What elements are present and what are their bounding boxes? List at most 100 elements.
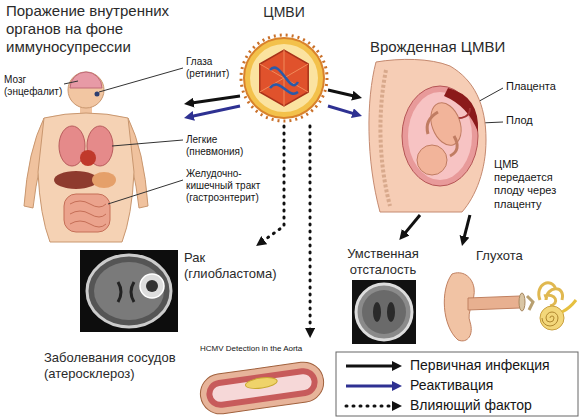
part-label: Мозг (энцефалит) — [4, 74, 66, 98]
part-label: Глаза (ретинит) — [186, 56, 236, 80]
connector-arrow — [190, 106, 240, 117]
virus-envelope — [244, 38, 324, 118]
viral-dna — [270, 68, 298, 94]
node-heading: Глухота — [476, 248, 572, 264]
brain-tissue — [362, 290, 406, 334]
eardrum — [519, 293, 525, 311]
leader-line — [108, 180, 183, 204]
brain-organ — [70, 72, 102, 88]
legend-sample-head — [392, 381, 402, 391]
brain-tissue — [94, 262, 164, 320]
part-label: Плод — [506, 114, 576, 127]
legend-frame — [336, 352, 578, 416]
picture-panel: Поражение внутренних органов на фоне имм… — [4, 2, 184, 242]
picture-panel: Глухота — [440, 246, 580, 346]
virus-particle — [241, 35, 327, 121]
pregnancy-figure — [369, 59, 486, 212]
legend-sample-line — [346, 385, 392, 388]
scan-background — [80, 250, 178, 332]
vessel-media — [205, 366, 320, 409]
virus-tegument — [250, 44, 318, 112]
picture-panel: Заболевания сосудов (атеросклероз) — [40, 338, 332, 418]
tumor-core — [146, 280, 158, 292]
liver — [54, 171, 98, 189]
virus-capsid — [260, 50, 308, 106]
ossicles — [527, 296, 533, 310]
stomach — [92, 172, 116, 188]
connector-arrow — [403, 215, 420, 235]
picture-panel: Умственная отсталость — [334, 240, 434, 346]
connector-arrow — [328, 106, 356, 114]
connector-arrow — [463, 215, 469, 240]
fetus-head — [417, 145, 447, 175]
fetus-limbs — [427, 112, 457, 156]
ventricles — [118, 282, 134, 302]
node-heading: ЦМВИ — [244, 4, 324, 21]
vessel-wall — [198, 360, 326, 417]
head — [68, 72, 104, 108]
part-label: HCMV Detection in the Aorta — [200, 344, 328, 354]
legend-text: Реактивация — [410, 377, 493, 394]
picture-panel: ЦМВИ — [240, 2, 328, 126]
scan-background — [352, 280, 416, 344]
picture-panel: Врожденная ЦМВИ — [362, 36, 580, 215]
ear-anatomy-image — [444, 273, 576, 341]
part-label: Желудочно-кишечный тракт (гастроэнтерит) — [186, 168, 268, 204]
capsid-facets — [260, 50, 308, 106]
leader-line — [99, 68, 183, 92]
aorta-image — [198, 360, 326, 417]
legend-text: Первичная инфекция — [410, 357, 550, 374]
ventricle — [373, 302, 381, 322]
legend-text: Влияющий фактор — [410, 397, 532, 414]
torso — [38, 113, 134, 242]
node-heading: Врожденная ЦМВИ — [370, 38, 570, 56]
part-label: Плацента — [506, 80, 576, 93]
node-heading: Рак (глиобластома) — [184, 250, 284, 281]
auditory-nerve — [562, 300, 576, 312]
leader-line — [64, 81, 78, 84]
plaque — [245, 376, 278, 390]
fetus-body — [425, 99, 466, 150]
semicircular-canals — [539, 283, 563, 306]
spine — [380, 70, 390, 206]
picture-panel: Рак (глиобластома) — [78, 246, 288, 334]
leader-line — [112, 140, 183, 146]
skull — [356, 284, 412, 340]
legend-box — [336, 352, 578, 416]
tumor — [140, 274, 164, 298]
intestine-coils — [70, 201, 106, 227]
vessel-lumen — [211, 373, 312, 403]
legend-sample-line — [346, 365, 392, 368]
skull — [87, 255, 171, 327]
connector-arrow — [308, 126, 311, 332]
legend-sample-head — [392, 361, 402, 371]
ear-canal — [468, 296, 520, 310]
connector-arrow — [190, 96, 240, 103]
cochlea-spiral — [542, 312, 558, 326]
intestine — [64, 194, 110, 232]
uterus — [402, 86, 478, 186]
human-body-figure — [24, 72, 148, 242]
part-label: Легкие (пневмония) — [186, 134, 248, 158]
node-heading: Поражение внутренних органов на фоне имм… — [6, 2, 178, 56]
heart — [80, 150, 96, 166]
node-heading: Заболевания сосудов (атеросклероз) — [44, 350, 194, 381]
brain-mri-image — [80, 250, 178, 332]
ventricle — [387, 302, 395, 322]
virus-spikes — [241, 35, 327, 121]
legend-sample-line — [346, 405, 390, 408]
connector-arrow — [261, 126, 284, 243]
legend-sample-head — [392, 401, 402, 411]
eye — [95, 92, 100, 97]
cochlea — [540, 306, 564, 330]
part-label: ЦМВ передается плоду через плаценту — [494, 158, 580, 211]
ct-scan-image — [352, 280, 416, 344]
torso — [369, 59, 486, 212]
node-heading: Умственная отсталость — [336, 246, 430, 277]
